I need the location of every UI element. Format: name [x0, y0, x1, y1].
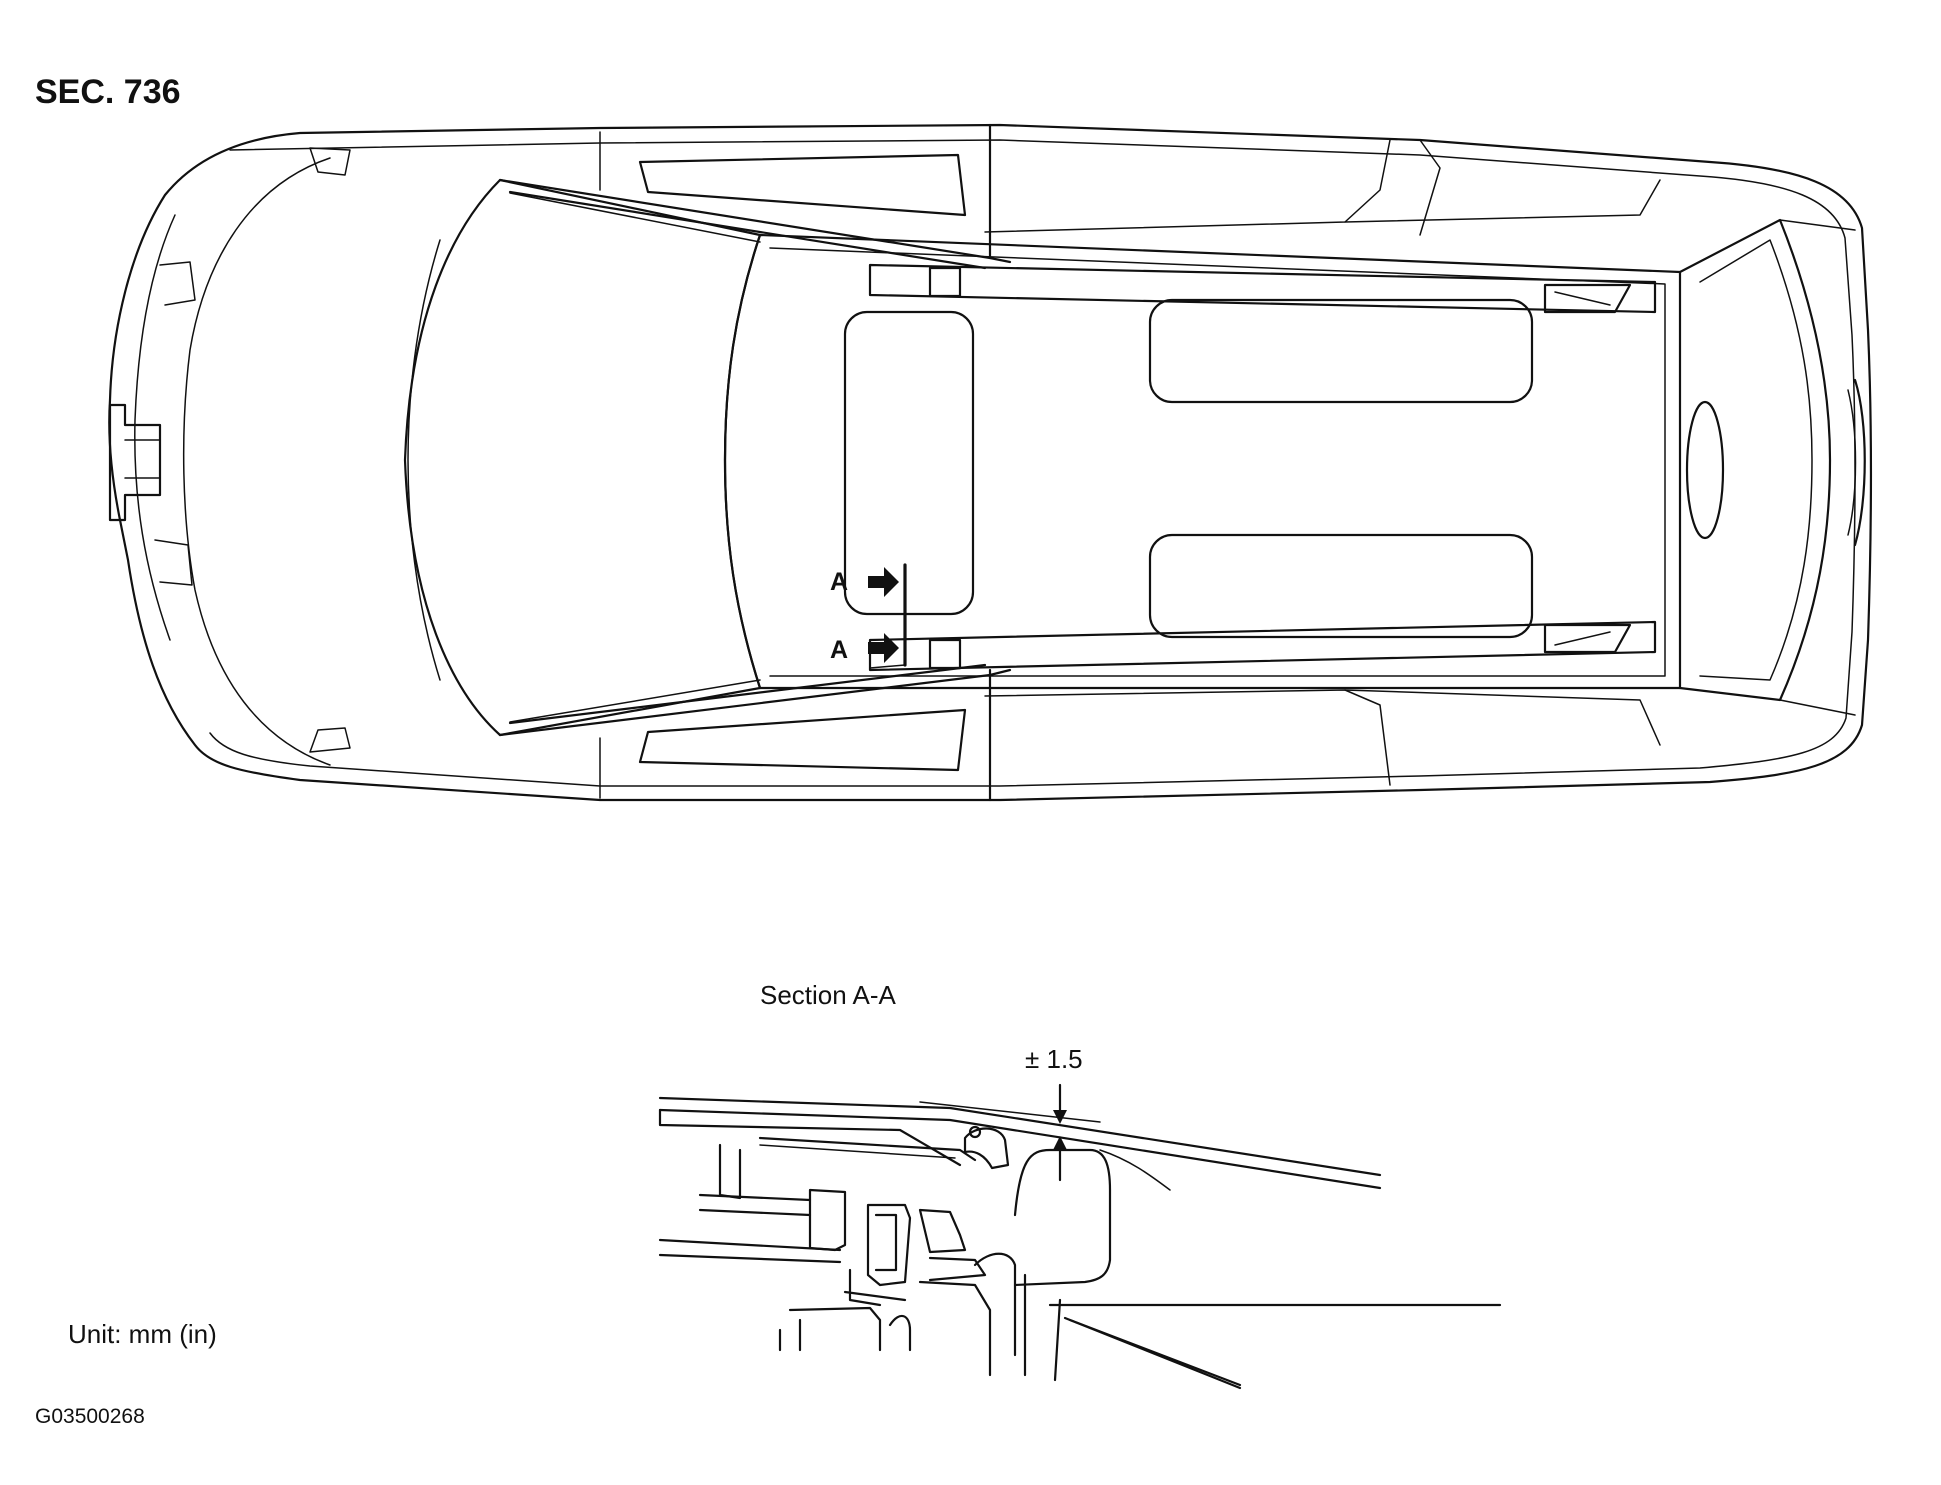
hood-line: [182, 157, 331, 766]
rail-clip: [866, 1203, 912, 1287]
section-arrow-lower: [868, 633, 899, 663]
section-arrow-upper: [868, 567, 899, 597]
drain-channel: [778, 1306, 912, 1352]
front-mirror-left: [309, 147, 351, 176]
front-mirror-right: [309, 727, 351, 753]
sunroof-frame-bracket: [808, 1188, 847, 1252]
front-grille: [108, 403, 162, 522]
frame-member-upper: [658, 1108, 962, 1200]
roof-skin: [658, 1096, 1382, 1190]
section-cut-marker: A A: [830, 563, 907, 669]
body-inner-line: [209, 139, 1856, 787]
rail-guide: [918, 1280, 992, 1377]
rail-mount-brackets: [928, 266, 1632, 670]
section-view-title: Section A-A: [760, 980, 897, 1010]
frame-channel: [658, 1193, 842, 1264]
windshield-outline: [403, 178, 762, 737]
headliner-frame: [973, 1252, 1027, 1377]
door-panels-lower: [599, 668, 1661, 802]
tolerance-arrows: [1053, 1083, 1067, 1182]
roof-panel-rear-upper: [1148, 298, 1534, 404]
roof-bow: [1048, 1298, 1502, 1387]
section-view-detail: [658, 1083, 1502, 1390]
rear-window: [1678, 218, 1832, 702]
section-code-label: SEC. 736: [35, 73, 181, 111]
rear-bumper-detail: [1853, 378, 1866, 547]
roof-panel-outline: [723, 233, 1682, 690]
section-marker-a-lower: A: [830, 636, 848, 664]
roof-panel-rear-lower: [1148, 533, 1534, 639]
rear-antenna-ellipse: [1685, 400, 1725, 540]
roof-rail-lower: [868, 620, 1657, 672]
door-panels-upper: [599, 123, 1661, 260]
unit-label: Unit: mm (in): [68, 1319, 217, 1349]
sunroof-glass-edge: [758, 1136, 977, 1162]
tolerance-label: ± 1.5: [1025, 1044, 1083, 1074]
figure-id-label: G03500268: [35, 1405, 145, 1428]
roof-rail-upper: [868, 263, 1657, 314]
roof-reinforcement: [1013, 1148, 1112, 1287]
section-marker-a-upper: A: [830, 568, 848, 596]
sunroof-front-glass: [843, 310, 975, 616]
vehicle-body-outline: [108, 123, 1873, 802]
front-bumper: [134, 214, 176, 641]
vehicle-top-view: A A: [108, 123, 1873, 802]
